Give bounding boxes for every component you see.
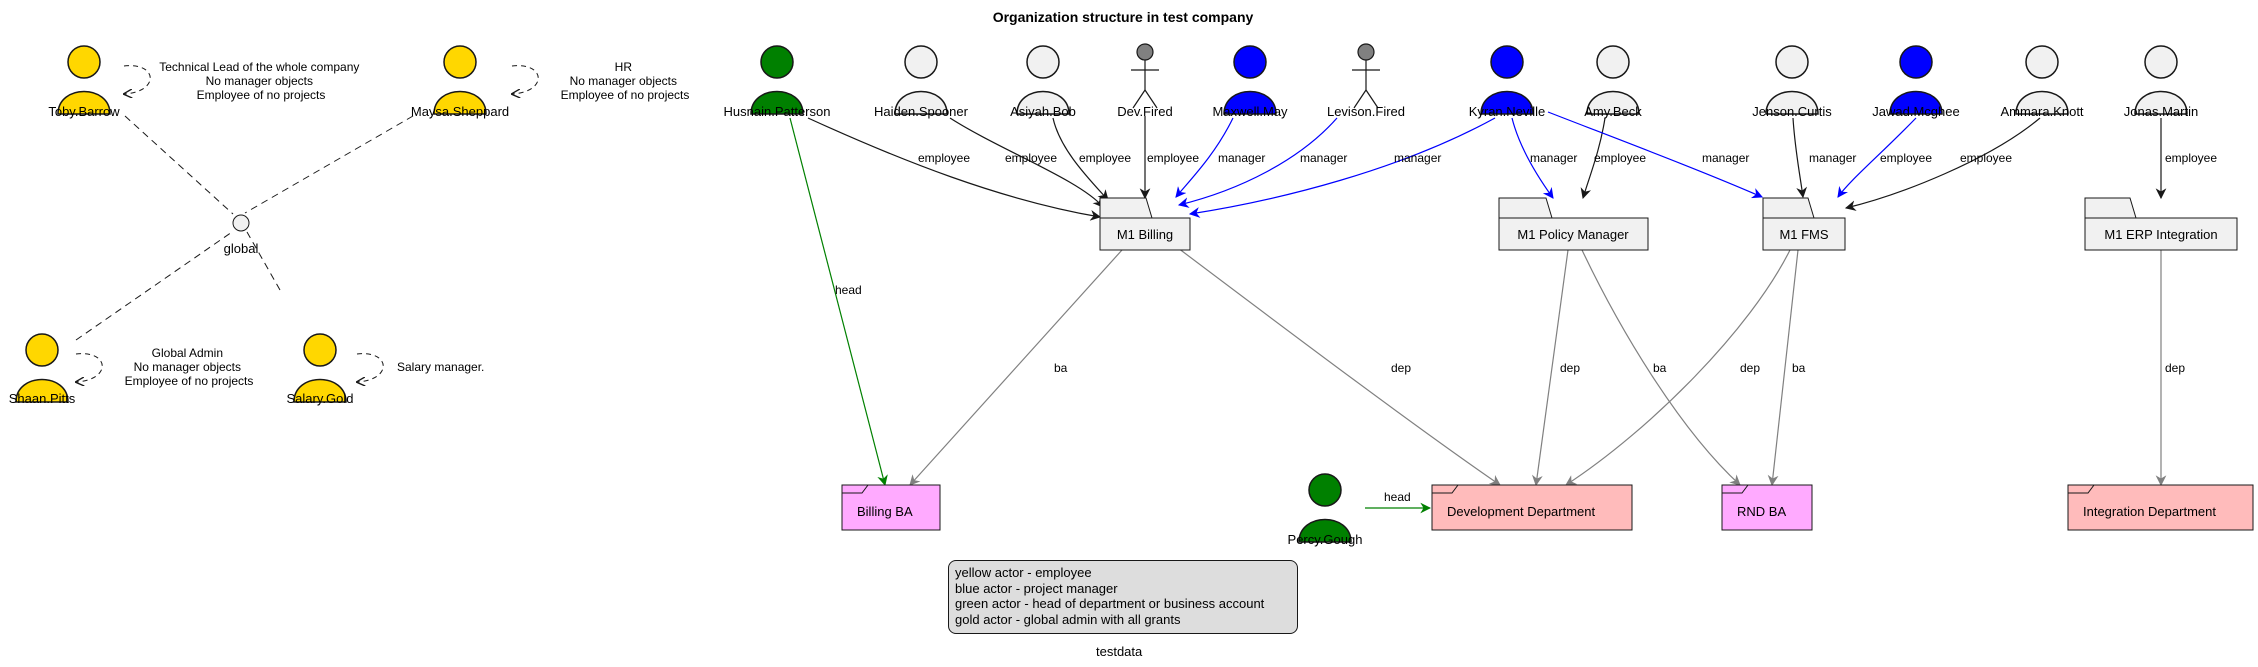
admin-name-salary: Salary.Gold: [287, 391, 354, 406]
edges-unit: [909, 247, 2167, 487]
project-label-billing: M1 Billing: [1117, 227, 1173, 242]
svg-text:manager: manager: [1300, 151, 1347, 165]
edges-employee: [789, 111, 2167, 514]
project-folder: M1 Billing: [1099, 197, 1191, 251]
gold-actor-icon: [57, 45, 111, 115]
person-name-ammara: Ammara.Knott: [2000, 104, 2083, 119]
person-name-kyran: Kyran.Neville: [1469, 104, 1546, 119]
diagram-title: Organization structure in test company: [993, 9, 1254, 25]
svg-text:manager: manager: [1530, 151, 1577, 165]
green-actor-icon: [1298, 473, 1352, 543]
person-name-dev: Dev.Fired: [1117, 104, 1172, 119]
svg-text:manager: manager: [1702, 151, 1749, 165]
legend-line: yellow actor - employee: [955, 565, 1092, 580]
person-name-jenson: Jenson.Curtis: [1752, 104, 1832, 119]
svg-text:dep: dep: [1740, 361, 1760, 375]
person-name-haiden: Haiden.Spooner: [874, 104, 969, 119]
project-label-erp: M1 ERP Integration: [2104, 227, 2217, 242]
person-name-asiyah: Asiyah.Bob: [1010, 104, 1076, 119]
svg-text:employee: employee: [1960, 151, 2012, 165]
person-name-maxwell: Maxwell.May: [1212, 104, 1288, 119]
project-folder: M1 Policy Manager: [1498, 197, 1649, 251]
unit-folder: Integration Department: [2067, 484, 2254, 531]
admin-note-salary: Salary manager.: [397, 360, 484, 374]
svg-text:ba: ba: [1054, 361, 1068, 375]
blue-actor-icon: [1889, 45, 1943, 115]
global-node: [232, 214, 250, 232]
svg-text:employee: employee: [1005, 151, 1057, 165]
svg-text:dep: dep: [2165, 361, 2185, 375]
legend-line: gold actor - global admin with all grant…: [955, 611, 1181, 627]
legend-line: blue actor - project manager: [955, 580, 1118, 596]
svg-text:employee: employee: [1079, 151, 1131, 165]
person-name-jawad: Jawad.Mcghee: [1872, 104, 1959, 119]
svg-text:manager: manager: [1809, 151, 1856, 165]
person-name-jonas: Jonas.Martin: [2124, 104, 2198, 119]
unit-label-dev-dept: Development Department: [1447, 504, 1596, 519]
gold-actor-icon: [293, 333, 347, 403]
white-actor-icon: [1016, 45, 1070, 115]
person-name-percy: Percy.Gough: [1288, 532, 1363, 547]
person-name-levison: Levison.Fired: [1327, 104, 1405, 119]
svg-text:employee: employee: [1147, 151, 1199, 165]
project-label-fms: M1 FMS: [1779, 227, 1828, 242]
admin-note-shaan: Global Admin No manager objects Employee…: [125, 346, 254, 388]
admin-name-maysa: Maysa.Sheppard: [411, 104, 509, 119]
green-actor-icon: [750, 45, 804, 115]
svg-text:employee: employee: [918, 151, 970, 165]
project-folder: M1 ERP Integration: [2084, 197, 2238, 251]
svg-text:employee: employee: [2165, 151, 2217, 165]
svg-text:dep: dep: [1560, 361, 1580, 375]
gold-actor-icon: [15, 333, 69, 403]
unit-folder: RND BA: [1721, 484, 1813, 531]
unit-folder: Billing BA: [841, 484, 941, 531]
stick-actor-icon: [1352, 43, 1380, 109]
svg-text:head: head: [835, 283, 862, 297]
svg-text:employee: employee: [1594, 151, 1646, 165]
global-links: [75, 115, 414, 341]
stick-actor-icon: [1131, 43, 1159, 109]
blue-actor-icon: [1223, 45, 1277, 115]
global-node-label: global: [224, 241, 259, 256]
footer-caption: testdata: [1096, 644, 1143, 659]
admin-note-toby: Technical Lead of the whole company No m…: [159, 60, 362, 102]
unit-folder: Development Department: [1431, 484, 1633, 531]
gold-actor-icon: [433, 45, 487, 115]
project-label-policy: M1 Policy Manager: [1517, 227, 1629, 242]
svg-text:head: head: [1384, 490, 1411, 504]
svg-text:dep: dep: [1391, 361, 1411, 375]
self-loops: [76, 65, 539, 382]
edge-labels: employee employee employee employee mana…: [835, 151, 2217, 504]
white-actor-icon: [1586, 45, 1640, 115]
svg-text:employee: employee: [1880, 151, 1932, 165]
legend-line: green actor - head of department or busi…: [955, 596, 1265, 611]
legend: yellow actor - employee blue actor - pro…: [948, 560, 1298, 634]
unit-label-rnd-ba: RND BA: [1737, 504, 1786, 519]
unit-label-integration: Integration Department: [2083, 504, 2216, 519]
admin-name-shaan: Shaan.Pitts: [9, 391, 76, 406]
svg-text:ba: ba: [1653, 361, 1667, 375]
white-actor-icon: [2134, 45, 2188, 115]
blue-actor-icon: [1480, 45, 1534, 115]
admin-name-toby: Toby.Barrow: [48, 104, 120, 119]
unit-label-billing-ba: Billing BA: [857, 504, 913, 519]
svg-text:ba: ba: [1792, 361, 1806, 375]
person-name-husnain: Husnain.Patterson: [724, 104, 831, 119]
admin-note-maysa: HR No manager objects Employee of no pro…: [561, 60, 690, 102]
svg-text:manager: manager: [1218, 151, 1265, 165]
person-name-amy: Amy.Beck: [1584, 104, 1642, 119]
white-actor-icon: [2015, 45, 2069, 115]
white-actor-icon: [1765, 45, 1819, 115]
white-actor-icon: [894, 45, 948, 115]
project-folder: M1 FMS: [1762, 197, 1846, 251]
svg-text:manager: manager: [1394, 151, 1441, 165]
